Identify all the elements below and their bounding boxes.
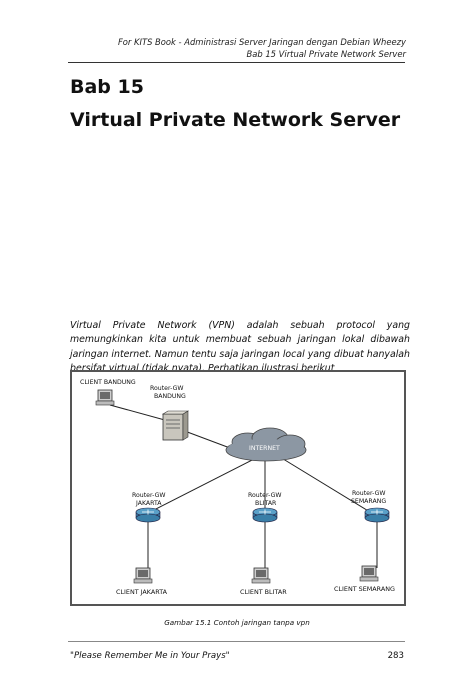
client-semarang-label: CLIENT SEMARANG — [334, 585, 395, 593]
body-paragraph: Virtual Private Network (VPN) adalah seb… — [70, 320, 410, 375]
router-semarang-icon — [364, 507, 390, 523]
router-bandung-server-icon — [161, 410, 190, 441]
client-blitar-label: CLIENT BLITAR — [240, 588, 287, 596]
router-blitar-label-1: Router-GW — [248, 492, 281, 499]
network-links — [109, 404, 378, 570]
router-jakarta-label-2: JAKARTA — [135, 500, 162, 507]
router-blitar-icon — [252, 507, 278, 523]
router-semarang-label-1: Router-GW — [352, 490, 385, 497]
client-blitar-pc-icon — [251, 567, 271, 584]
footer-quote: "Please Remember Me in Your Prays" — [70, 651, 230, 661]
running-header-chapter: Bab 15 Virtual Private Network Server — [246, 49, 407, 59]
router-jakarta-icon — [135, 507, 161, 523]
router-jakarta-label-1: Router-GW — [132, 492, 165, 499]
router-semarang-label-2: SEMARANG — [351, 498, 386, 505]
running-header-book-title: For KITS Book - Administrasi Server Jari… — [117, 37, 406, 47]
client-bandung-pc-icon — [95, 389, 115, 406]
client-jakarta-pc-icon — [133, 567, 153, 584]
client-jakarta-label: CLIENT JAKARTA — [116, 588, 168, 596]
figure-caption: Gambar 15.1 Contoh jaringan tanpa vpn — [164, 618, 310, 627]
client-semarang-pc-icon — [359, 565, 379, 582]
diagram-frame — [70, 370, 406, 606]
internet-cloud-icon — [225, 427, 307, 462]
header-rule — [68, 62, 405, 63]
chapter-number: Bab 15 — [70, 76, 144, 98]
router-bandung-label-1: Router-GW — [150, 385, 183, 392]
internet-label: INTERNET — [249, 445, 280, 452]
page-number: 283 — [387, 651, 404, 661]
client-bandung-label: CLIENT BANDUNG — [80, 379, 136, 386]
router-blitar-label-2: BLITAR — [255, 500, 277, 507]
network-diagram: CLIENT BANDUNG Router-GW BANDUNG INTERNE… — [70, 370, 406, 606]
footer-rule — [68, 641, 405, 642]
chapter-title: Virtual Private Network Server — [70, 109, 401, 131]
router-bandung-label-2: BANDUNG — [154, 393, 186, 400]
